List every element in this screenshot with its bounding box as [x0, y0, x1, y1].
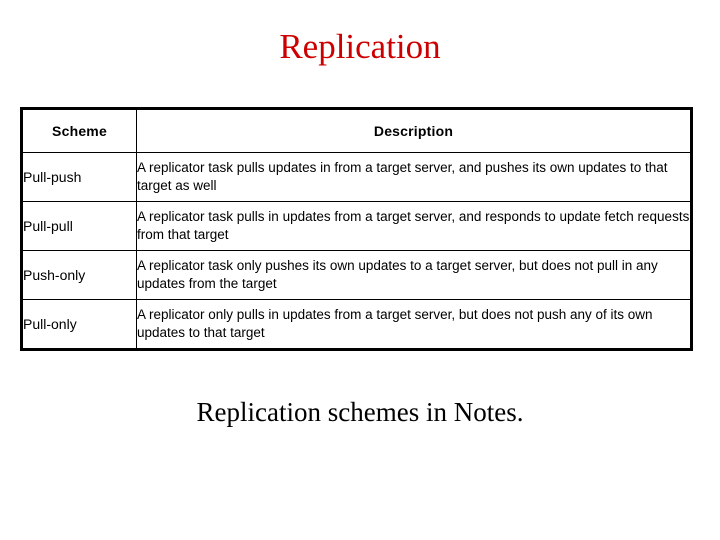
table-row: Push-only A replicator task only pushes … — [21, 250, 692, 300]
column-header-description: Description — [136, 108, 692, 153]
page-title: Replication — [279, 27, 441, 66]
column-header-scheme: Scheme — [21, 108, 137, 153]
table-row: Pull-push A replicator task pulls update… — [21, 152, 692, 202]
cell-scheme: Pull-push — [21, 152, 137, 202]
replication-schemes-table-container: Scheme Description Pull-push A replicato… — [20, 107, 693, 351]
cell-scheme: Pull-pull — [21, 201, 137, 251]
cell-description: A replicator task pulls in updates from … — [136, 201, 692, 251]
table-body: Pull-push A replicator task pulls update… — [21, 152, 692, 350]
table-row: Pull-pull A replicator task pulls in upd… — [21, 201, 692, 251]
cell-scheme: Push-only — [21, 250, 137, 300]
table-row: Pull-only A replicator only pulls in upd… — [21, 299, 692, 350]
replication-schemes-table: Scheme Description Pull-push A replicato… — [20, 107, 693, 351]
table-caption: Replication schemes in Notes. — [196, 397, 524, 427]
table-header-row: Scheme Description — [21, 108, 692, 153]
cell-description: A replicator task only pushes its own up… — [136, 250, 692, 300]
cell-description: A replicator only pulls in updates from … — [136, 299, 692, 350]
cell-scheme: Pull-only — [21, 299, 137, 350]
table-header: Scheme Description — [21, 108, 692, 153]
cell-description: A replicator task pulls updates in from … — [136, 152, 692, 202]
